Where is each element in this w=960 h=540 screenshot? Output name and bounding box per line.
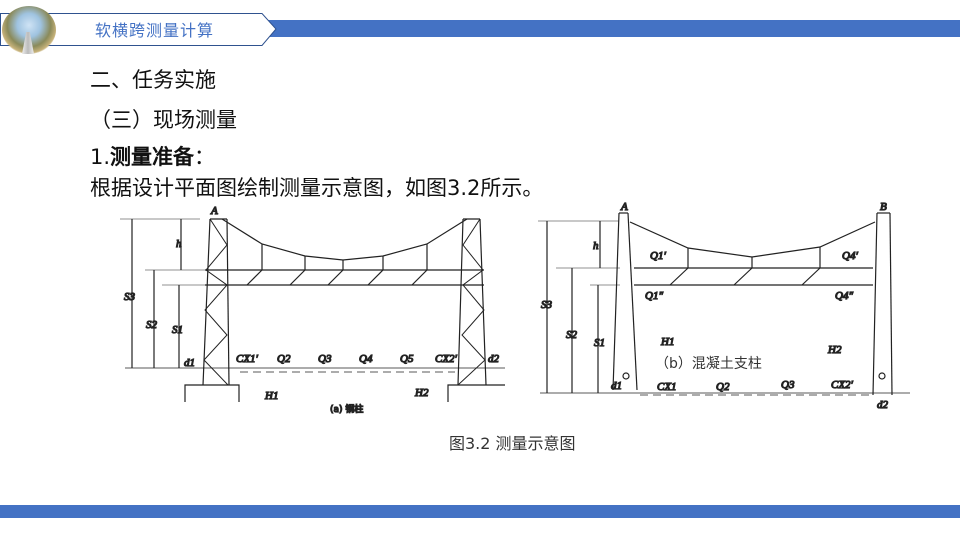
label-b-q3: Q3 — [781, 379, 795, 391]
heading-colon: ： — [194, 145, 216, 169]
header-accent-bar — [268, 20, 960, 37]
heading-site-survey: （三）现场测量 — [90, 108, 237, 132]
railway-photo-icon — [2, 6, 56, 54]
label-d2: d2 — [488, 353, 500, 365]
label-b-h: h — [593, 240, 599, 252]
diagram-a-labels: A h S3 S2 S1 d1 CX1′ Q2 Q3 Q4 Q5 CX2′ d2… — [123, 204, 500, 415]
body-text: 根据设计平面图绘制测量示意图，如图3.2所示。 — [90, 176, 544, 200]
label-cx2: CX2′ — [435, 353, 458, 365]
label-h: h — [176, 238, 182, 250]
figure-caption: 图3.2 测量示意图 — [449, 434, 576, 453]
label-b-b: B — [880, 201, 887, 213]
label-h1: H1 — [264, 390, 278, 402]
heading-number: 1. — [90, 145, 111, 169]
label-q2: Q2 — [277, 353, 291, 365]
label-b-cx2: CX2′ — [831, 379, 854, 391]
label-q4p: Q4′ — [842, 250, 858, 262]
label-cx1: CX1′ — [236, 353, 259, 365]
label-q5: Q5 — [400, 353, 414, 365]
label-b-s3: S3 — [541, 299, 553, 311]
header-title: 软横跨测量计算 — [95, 21, 215, 40]
label-s3: S3 — [124, 291, 136, 303]
label-b-q2: Q2 — [716, 381, 730, 393]
label-q4: Q4 — [359, 353, 373, 365]
caption-a: (a) 钢柱 — [330, 403, 363, 415]
heading-task-implementation: 二、任务实施 — [90, 68, 216, 92]
diagram-b-labels: A B h S3 S2 S1 Q1′ Q1″ Q4′ Q4″ H1 H2 d1 … — [540, 200, 889, 411]
label-s1: S1 — [172, 324, 183, 336]
caption-b: （b）混凝土支柱 — [655, 356, 762, 372]
label-s2: S2 — [146, 319, 158, 331]
label-q1pp: Q1″ — [645, 290, 663, 302]
label-d1: d1 — [184, 357, 195, 369]
label-b-d1: d1 — [611, 380, 622, 392]
label-b-d2: d2 — [877, 399, 889, 411]
footer-accent-bar — [0, 505, 960, 518]
label-q1p: Q1′ — [650, 250, 666, 262]
label-a: A — [210, 205, 218, 217]
label-b-h2: H2 — [827, 344, 842, 356]
diagram-b-concrete-pole — [538, 212, 910, 396]
label-b-h1: H1 — [660, 336, 674, 348]
label-h2: H2 — [414, 387, 429, 399]
label-b-a: A — [620, 201, 628, 213]
label-b-cx1: CX1 — [657, 381, 677, 393]
label-b-s1: S1 — [594, 337, 605, 349]
label-q4pp: Q4″ — [835, 290, 853, 302]
heading-bold: 测量准备 — [110, 145, 195, 169]
heading-preparation: 1.测量准备： — [90, 141, 215, 171]
label-q3: Q3 — [318, 353, 332, 365]
label-b-s2: S2 — [566, 329, 578, 341]
diagram-a-steel-pole — [120, 218, 505, 402]
header-title-box — [0, 13, 277, 46]
